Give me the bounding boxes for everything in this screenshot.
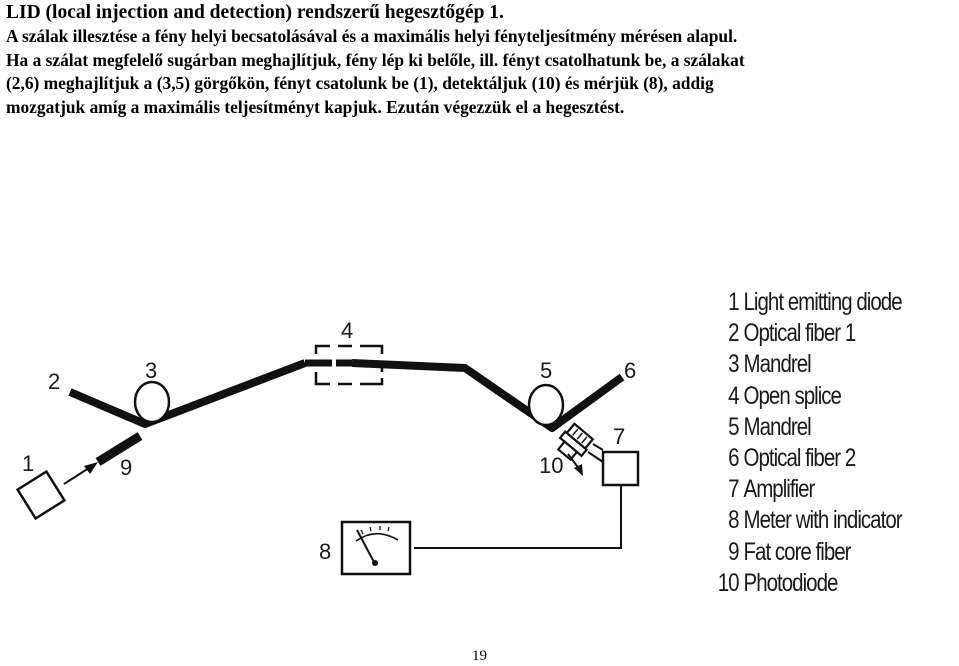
legend-number: 10 xyxy=(717,568,740,597)
label-8: 8 xyxy=(319,539,331,564)
meter-ticks xyxy=(360,526,390,535)
meter-scale xyxy=(355,532,399,542)
label-4: 4 xyxy=(341,318,353,343)
label-6: 6 xyxy=(624,358,636,383)
amplifier-meter-wire xyxy=(414,485,622,549)
legend-number: 1 xyxy=(728,288,739,316)
meter-needle xyxy=(356,529,375,563)
meter-with-indicator xyxy=(340,520,412,576)
description-line-2: Ha a szálat megfelelő sugárban meghajlít… xyxy=(6,49,745,70)
label-10: 10 xyxy=(539,453,563,478)
legend-label: Optical fiber 1 xyxy=(743,319,857,348)
photodiode-lead-2 xyxy=(592,443,604,451)
label-3: 3 xyxy=(145,358,157,383)
description-line-3: (2,6) meghajlítjuk a (3,5) görgőkön, fén… xyxy=(6,73,714,93)
fat-core-fiber xyxy=(95,432,143,466)
legend-label: Mandrel xyxy=(743,412,812,441)
led-arrow-head xyxy=(84,462,98,474)
legend-label: Photodiode xyxy=(743,568,839,597)
label-2: 2 xyxy=(48,369,60,394)
legend-number: 6 xyxy=(728,444,739,473)
photodiode-lead-1 xyxy=(587,451,604,463)
legend-number: 7 xyxy=(728,475,739,504)
page-number: 19 xyxy=(472,648,487,664)
legend-number: 4 xyxy=(728,381,739,410)
legend-label: Meter with indicator xyxy=(743,506,903,535)
legend-number: 5 xyxy=(728,412,739,441)
label-7: 7 xyxy=(613,424,625,449)
legend-number: 9 xyxy=(728,537,739,566)
legend-number: 2 xyxy=(728,319,739,348)
page-title: LID (local injection and detection) rend… xyxy=(6,2,504,23)
description-line-1: A szálak illesztése a fény helyi becsato… xyxy=(6,26,738,46)
label-9: 9 xyxy=(120,455,132,480)
description-line-4: mozgatjuk amíg a maximális teljesítményt… xyxy=(6,96,625,117)
label-5: 5 xyxy=(540,358,552,383)
amplifier xyxy=(601,450,640,487)
legend-label: Open splice xyxy=(743,381,842,410)
legend-label: Mandrel xyxy=(743,350,812,379)
photodiode xyxy=(556,422,595,462)
legend-number: 8 xyxy=(728,506,739,535)
legend-number: 3 xyxy=(728,350,739,379)
description-paragraph: A szálak illesztése a fény helyi becsato… xyxy=(6,25,956,119)
legend-label: Optical fiber 2 xyxy=(743,444,857,473)
legend-label: Light emitting diode xyxy=(743,288,903,316)
mandrel-3 xyxy=(133,380,171,424)
optical-fiber-2 xyxy=(351,359,625,432)
label-1: 1 xyxy=(22,451,34,476)
legend-label: Amplifier xyxy=(743,475,816,504)
optical-fiber-1 xyxy=(68,359,307,428)
mandrel-5 xyxy=(527,383,565,427)
meter-pivot xyxy=(372,560,378,566)
photodiode-arrow-head xyxy=(574,464,583,476)
open-splice-box xyxy=(314,344,384,386)
legend-label: Fat core fiber xyxy=(743,537,852,566)
header-text: LID (local injection and detection) rend… xyxy=(6,0,956,119)
light-emitting-diode xyxy=(15,469,67,521)
